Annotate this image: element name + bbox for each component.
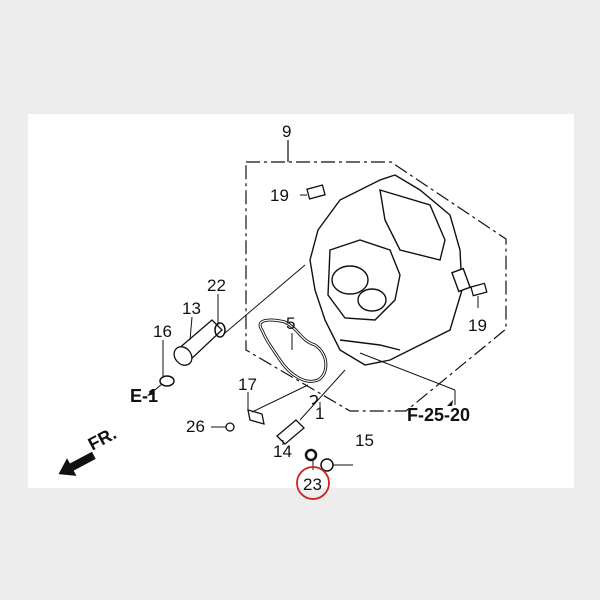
part-26-bolt: [225, 422, 235, 432]
part-1-clip: [309, 394, 318, 405]
callout-22[interactable]: 22: [207, 276, 226, 295]
callout-9[interactable]: 9: [282, 122, 291, 141]
part-19-clip: [470, 282, 488, 297]
assembly-bracket: [245, 161, 507, 412]
callout-19[interactable]: 19: [468, 316, 487, 335]
callout-5[interactable]: 5: [286, 314, 295, 333]
front-arrow-label: FR.: [85, 423, 120, 454]
callout-15[interactable]: 15: [355, 431, 374, 450]
part-23: [304, 448, 318, 462]
callout-23[interactable]: 23: [303, 475, 322, 494]
cylinder-housing: [309, 174, 471, 366]
front-arrow-icon: [58, 451, 96, 476]
part-17-clamp: [247, 409, 265, 425]
callout-1[interactable]: 1: [315, 404, 324, 423]
callout-13[interactable]: 13: [182, 299, 201, 318]
ref-e1[interactable]: E-1: [130, 386, 158, 406]
part-15-nut: [320, 458, 334, 472]
callout-16[interactable]: 16: [153, 322, 172, 341]
callout-17[interactable]: 17: [238, 375, 257, 394]
part-13-pipe: [173, 319, 223, 366]
ref-f-25-20[interactable]: F-25-20: [407, 405, 470, 425]
part-16-clamp: [159, 375, 175, 387]
callout-19[interactable]: 19: [270, 186, 289, 205]
part-14-hose: [276, 419, 305, 445]
highlight-circle-23: [296, 466, 330, 500]
callout-14[interactable]: 14: [273, 442, 292, 461]
part-19-clip: [306, 184, 326, 200]
part-22-oring: [214, 322, 226, 338]
callout-26[interactable]: 26: [186, 417, 205, 436]
